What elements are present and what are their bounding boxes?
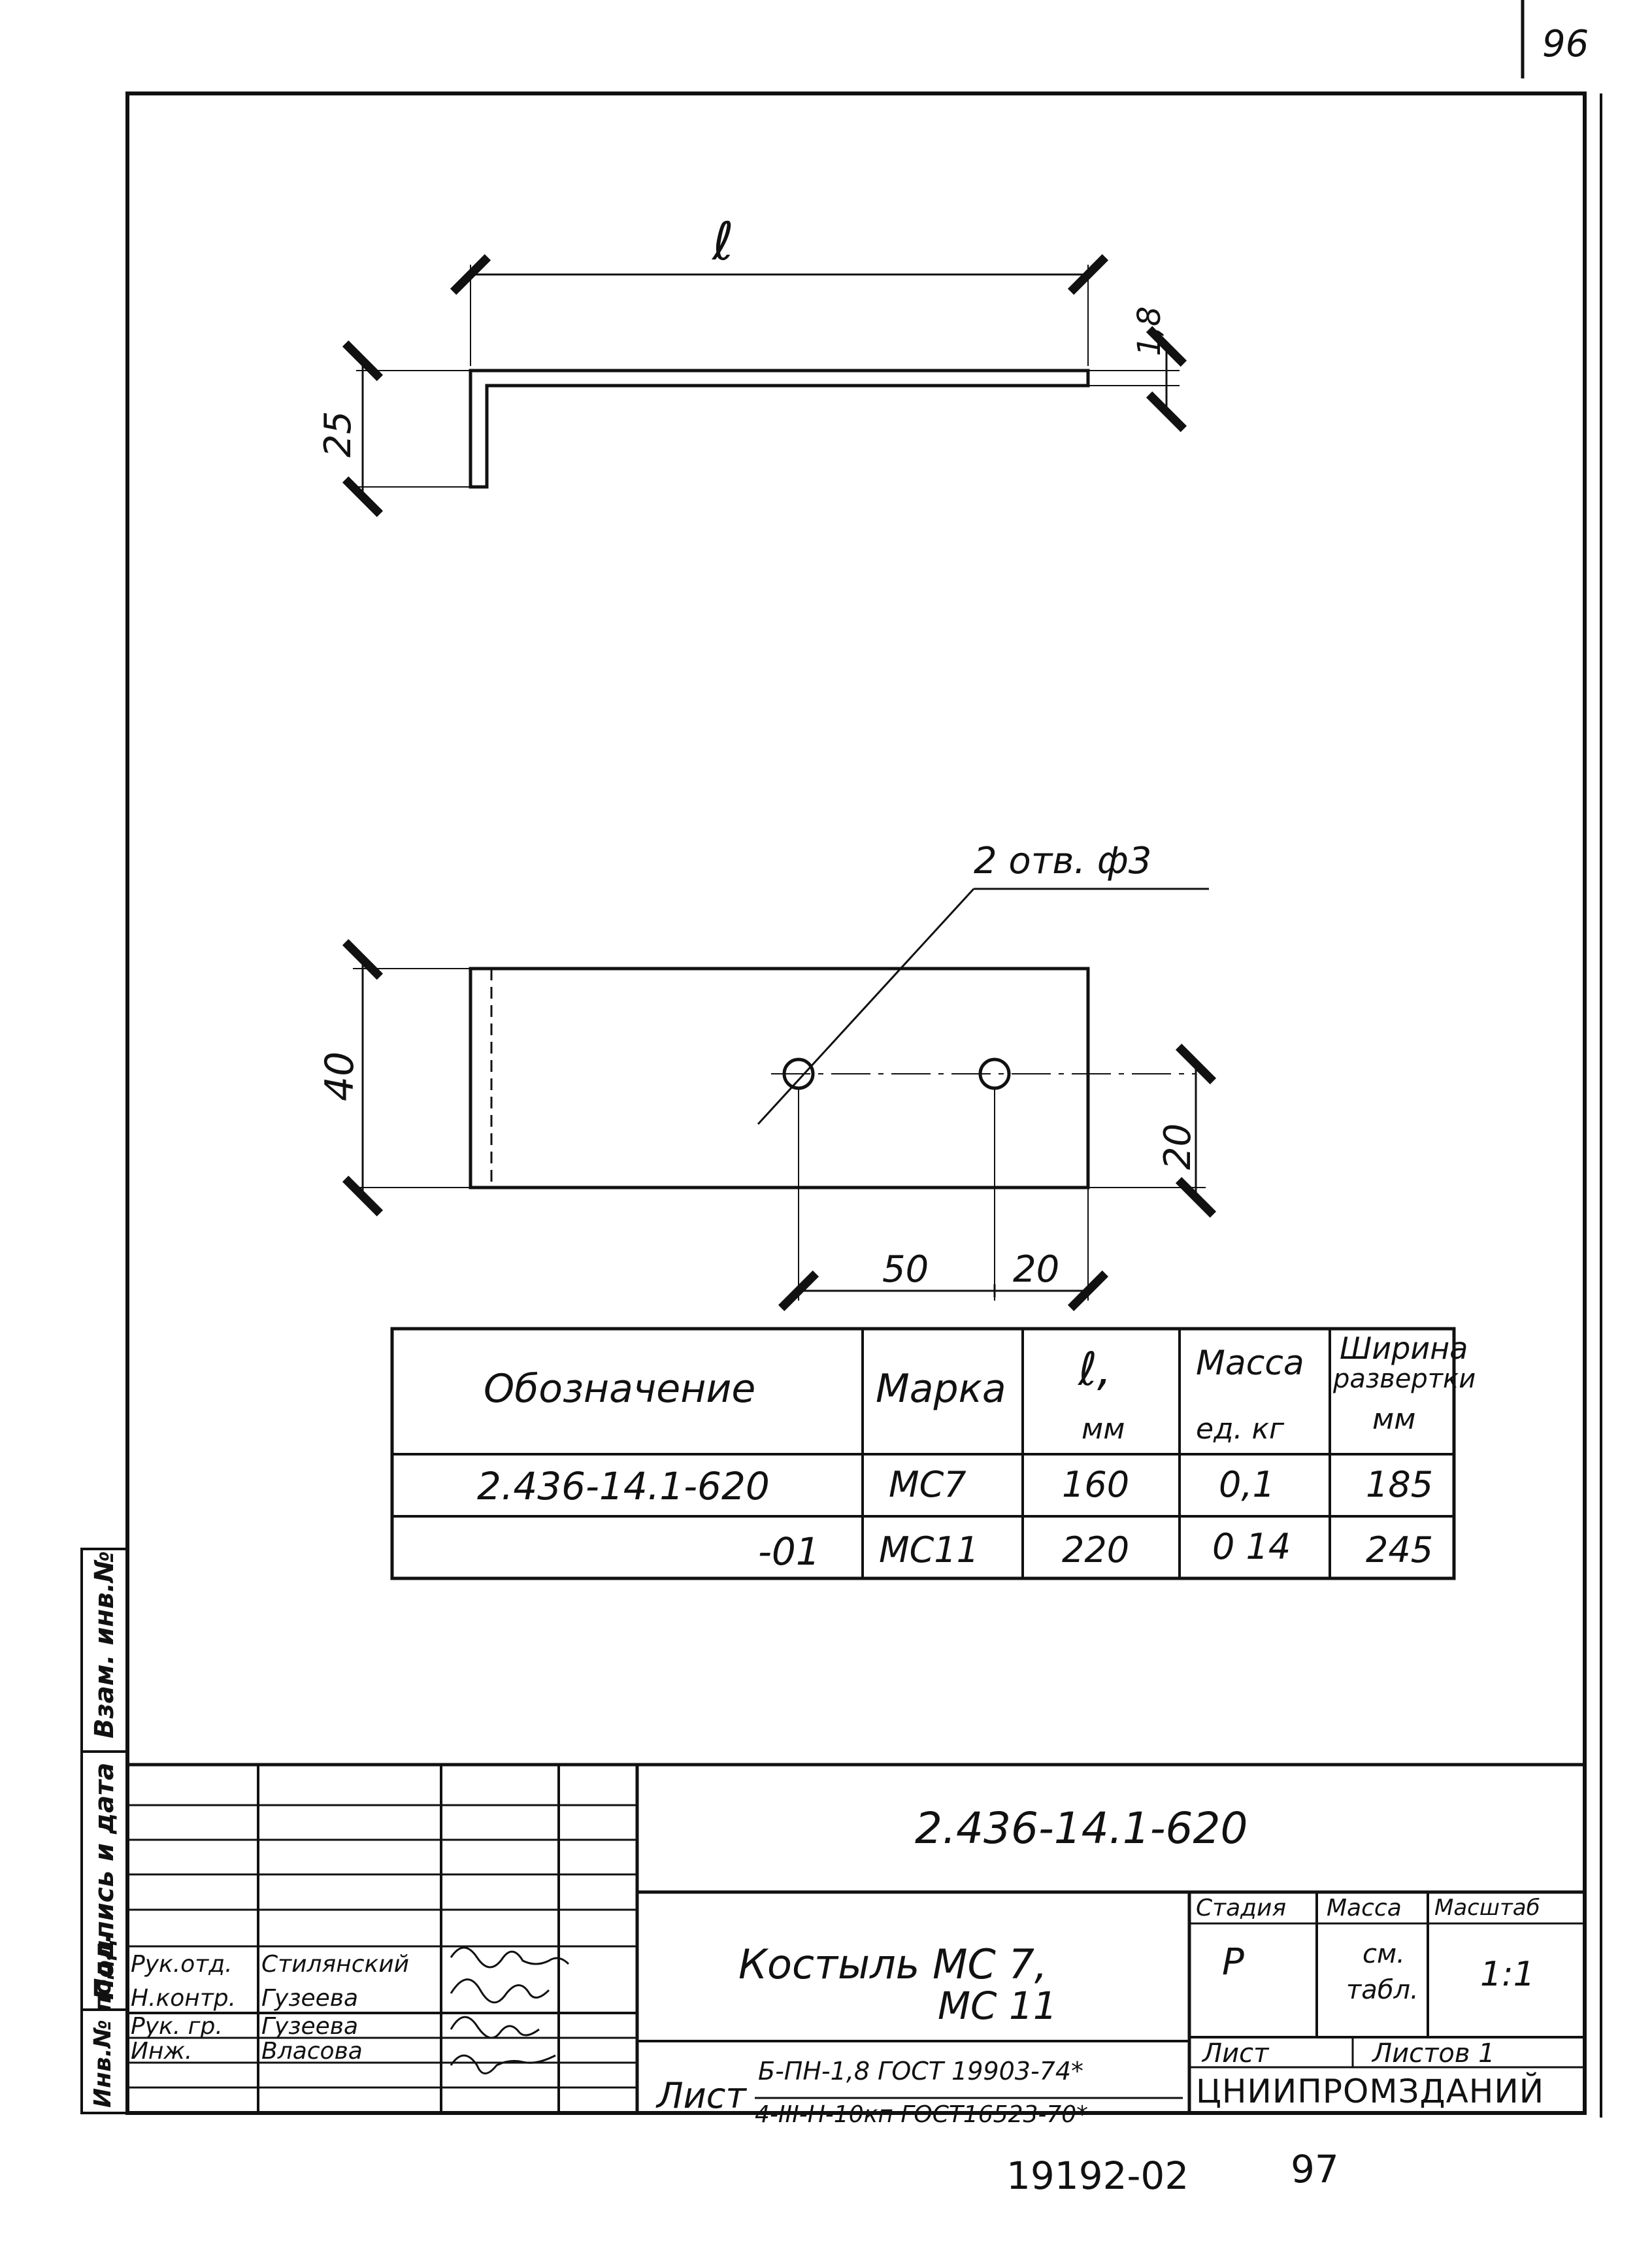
staff-role-2: Н.контр. xyxy=(131,1985,237,2012)
side-stamp-grid xyxy=(80,1548,129,2114)
holes-note: 2 отв. ф3 xyxy=(974,840,1152,882)
material-prefix: Лист xyxy=(657,2075,746,2116)
staff-role-1: Рук.отд. xyxy=(131,1951,233,1978)
drawing-frame xyxy=(125,91,1587,2115)
dim-hole-spacing: 50 xyxy=(882,1248,929,1291)
dim-length-symbol: ℓ xyxy=(712,211,735,272)
th-mark: Марка xyxy=(876,1366,1006,1412)
material-line2: 4-III-Н-10кп ГОСТ16523-70* xyxy=(755,2101,1089,2128)
doc-code: 2.436-14.1-620 xyxy=(915,1803,1248,1854)
side-inv-original: Инв.№ подл. xyxy=(90,1933,116,2108)
row2-mark: МС11 xyxy=(879,1529,980,1571)
th-length-unit: мм xyxy=(1082,1412,1125,1446)
th-mass-unit: ед. кг xyxy=(1196,1412,1285,1446)
row1-width: 185 xyxy=(1366,1464,1434,1505)
row1-mass: 0,1 xyxy=(1219,1464,1275,1505)
label-sheets: Листов 1 xyxy=(1372,2038,1495,2069)
spec-table-grid xyxy=(390,1327,1456,1580)
dim-hole-offset: 20 xyxy=(1157,1123,1199,1170)
page-number-bottom: 97 xyxy=(1291,2147,1339,2191)
row1-designation: 2.436-14.1-620 xyxy=(477,1464,770,1508)
th-mass: Масса xyxy=(1196,1344,1304,1383)
dim-thickness: 1,8 xyxy=(1131,306,1168,356)
dim-width: 40 xyxy=(317,1051,363,1101)
label-stage: Стадия xyxy=(1196,1895,1287,1921)
row1-mark: МС7 xyxy=(889,1464,966,1505)
staff-name-2: Гузеева xyxy=(261,1985,359,2012)
th-length-symbol: ℓ, xyxy=(1078,1342,1112,1396)
scale-value: 1:1 xyxy=(1480,1955,1535,1994)
title-block-grid xyxy=(127,1763,1585,2113)
row2-designation: -01 xyxy=(758,1529,820,1574)
row1-length: 160 xyxy=(1062,1464,1130,1505)
staff-name-4: Власова xyxy=(261,2038,363,2065)
mass-value-line2: табл. xyxy=(1346,1975,1419,2005)
staff-name-3: Гузеева xyxy=(261,2013,359,2040)
dim-bend-height: 25 xyxy=(317,410,359,457)
th-width-line2: развертки xyxy=(1333,1364,1476,1394)
side-inv-replace: Взам. инв.№ xyxy=(90,1551,120,1738)
organization: ЦНИИПРОМЗДАНИЙ xyxy=(1196,2072,1545,2110)
title-line1: Костыль МС 7, xyxy=(738,1940,1048,1988)
plan-view xyxy=(342,888,1217,1312)
page-number-top: 96 xyxy=(1542,23,1589,65)
th-width-unit: мм xyxy=(1372,1403,1416,1436)
staff-role-3: Рук. гр. xyxy=(131,2013,223,2040)
stage-value: Р xyxy=(1222,1941,1244,1984)
label-scale: Масштаб xyxy=(1434,1895,1540,1921)
staff-role-4: Инж. xyxy=(131,2038,193,2065)
label-sheet: Лист xyxy=(1202,2038,1269,2069)
title-line2: МС 11 xyxy=(938,1984,1057,2028)
th-width-line1: Ширина xyxy=(1340,1331,1468,1366)
material-line1: Б-ПН-1,8 ГОСТ 19903-74* xyxy=(758,2057,1084,2086)
dim-hole-edge: 20 xyxy=(1013,1248,1060,1291)
side-view xyxy=(342,254,1187,518)
mass-value-line1: см. xyxy=(1363,1939,1405,1969)
label-mass: Масса xyxy=(1327,1895,1402,1921)
signatures xyxy=(450,1946,570,2074)
row2-length: 220 xyxy=(1062,1529,1130,1571)
archive-number: 19192-02 xyxy=(1006,2154,1189,2198)
row2-width: 245 xyxy=(1366,1529,1434,1571)
row2-mass: 0 14 xyxy=(1212,1526,1291,1567)
th-designation: Обозначение xyxy=(484,1366,756,1412)
staff-name-1: Стилянский xyxy=(261,1951,410,1978)
